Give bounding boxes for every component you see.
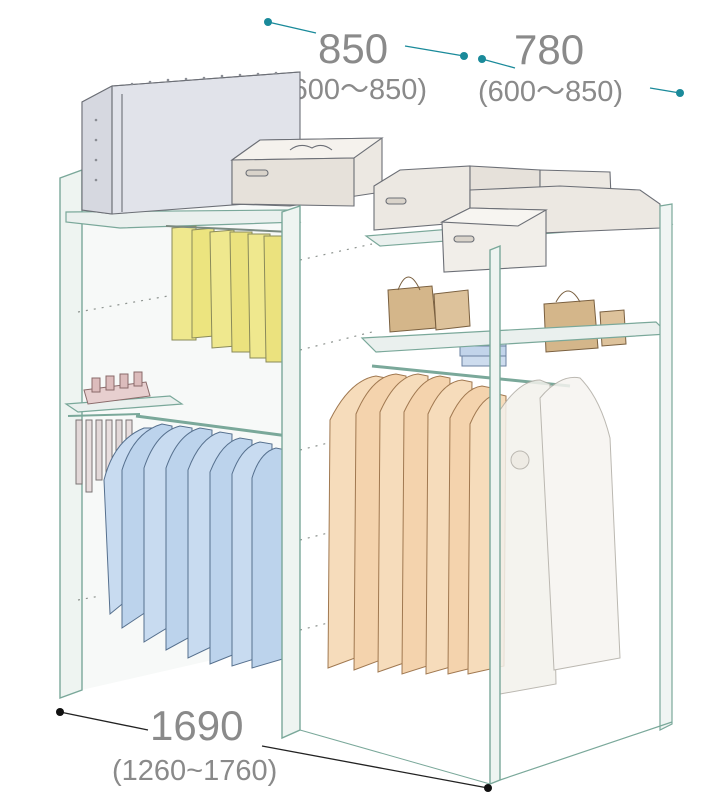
left-closet-unit: [59, 71, 384, 740]
front-side-panel: [489, 244, 501, 786]
depth-value: 1690: [150, 702, 243, 749]
center-side-panel: [281, 205, 301, 740]
depth-dimension-line: [59, 711, 489, 789]
width-right-range: (600〜850): [478, 76, 623, 108]
beige-jackets: [327, 373, 507, 675]
middle-shelf-left: [64, 395, 184, 413]
blue-shirts: [103, 423, 287, 669]
far-right-side-panel: [659, 203, 673, 731]
width-right-value: 780: [514, 26, 584, 73]
hanging-rod-left: [135, 414, 289, 438]
width-dimension-lines: [267, 21, 681, 94]
storage-boxes-right: [373, 165, 661, 273]
width-left-value: 850: [318, 25, 388, 72]
shoe-rack-accessory: [83, 371, 151, 405]
right-closet-unit: [299, 165, 674, 786]
storage-box-top-left: [230, 137, 384, 207]
depth-range: (1260~1760): [112, 755, 277, 787]
dimension-endpoints: [264, 18, 684, 97]
top-shelf-left: [65, 209, 302, 229]
depth-dimension-endpoints: [56, 708, 492, 792]
left-side-panel: [59, 169, 83, 699]
width-left-range: (600〜850): [282, 74, 427, 106]
white-coats: [499, 376, 621, 695]
yellow-hanging-clothes: [165, 225, 291, 363]
